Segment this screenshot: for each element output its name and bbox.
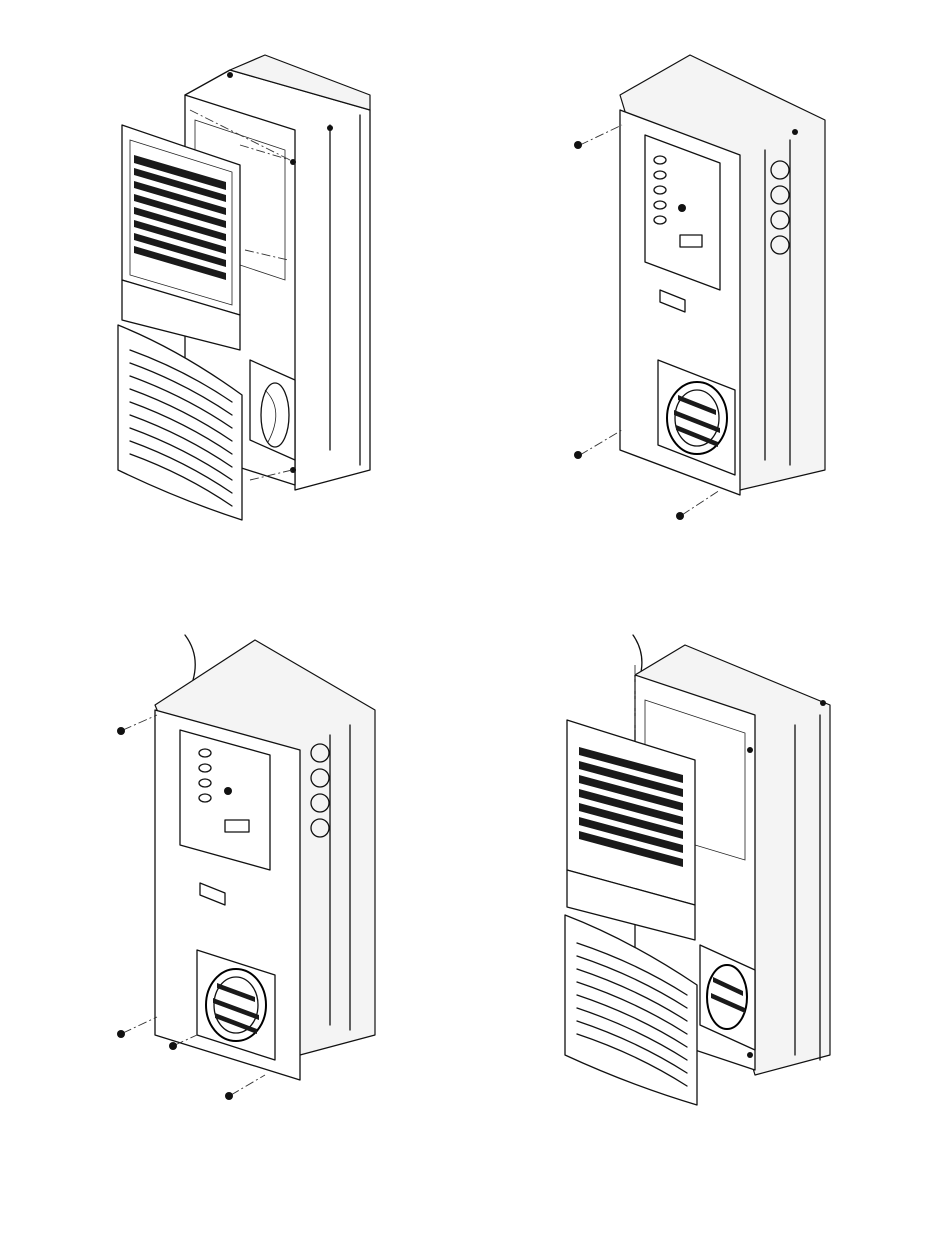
screw-icon — [678, 204, 686, 212]
screw-icon — [747, 747, 753, 753]
screw-icon — [227, 72, 233, 78]
screw-icon — [290, 159, 296, 165]
view-2-rear-panel — [560, 50, 840, 530]
screw-icon — [747, 1052, 753, 1058]
view-1-cover-exploded — [100, 50, 400, 530]
upper-cutout — [180, 730, 270, 870]
screw-icon — [792, 129, 798, 135]
view-4-cover-installed — [555, 625, 845, 1115]
screw-icon — [117, 727, 125, 735]
view-3-gasket-mounting — [105, 625, 395, 1115]
view-3-drawing — [105, 625, 395, 1115]
screw-icon — [224, 787, 232, 795]
screw-icon — [574, 451, 582, 459]
upper-cutout — [645, 135, 720, 290]
view-1-drawing — [100, 50, 400, 530]
screw-icon — [820, 700, 826, 706]
screw-icon — [225, 1092, 233, 1100]
screw-icon — [169, 1042, 177, 1050]
view-2-drawing — [560, 50, 840, 530]
view-4-drawing — [555, 625, 845, 1115]
screw-icon — [574, 141, 582, 149]
screw-icon — [676, 512, 684, 520]
screw-icon — [327, 125, 333, 131]
screw-icon — [117, 1030, 125, 1038]
